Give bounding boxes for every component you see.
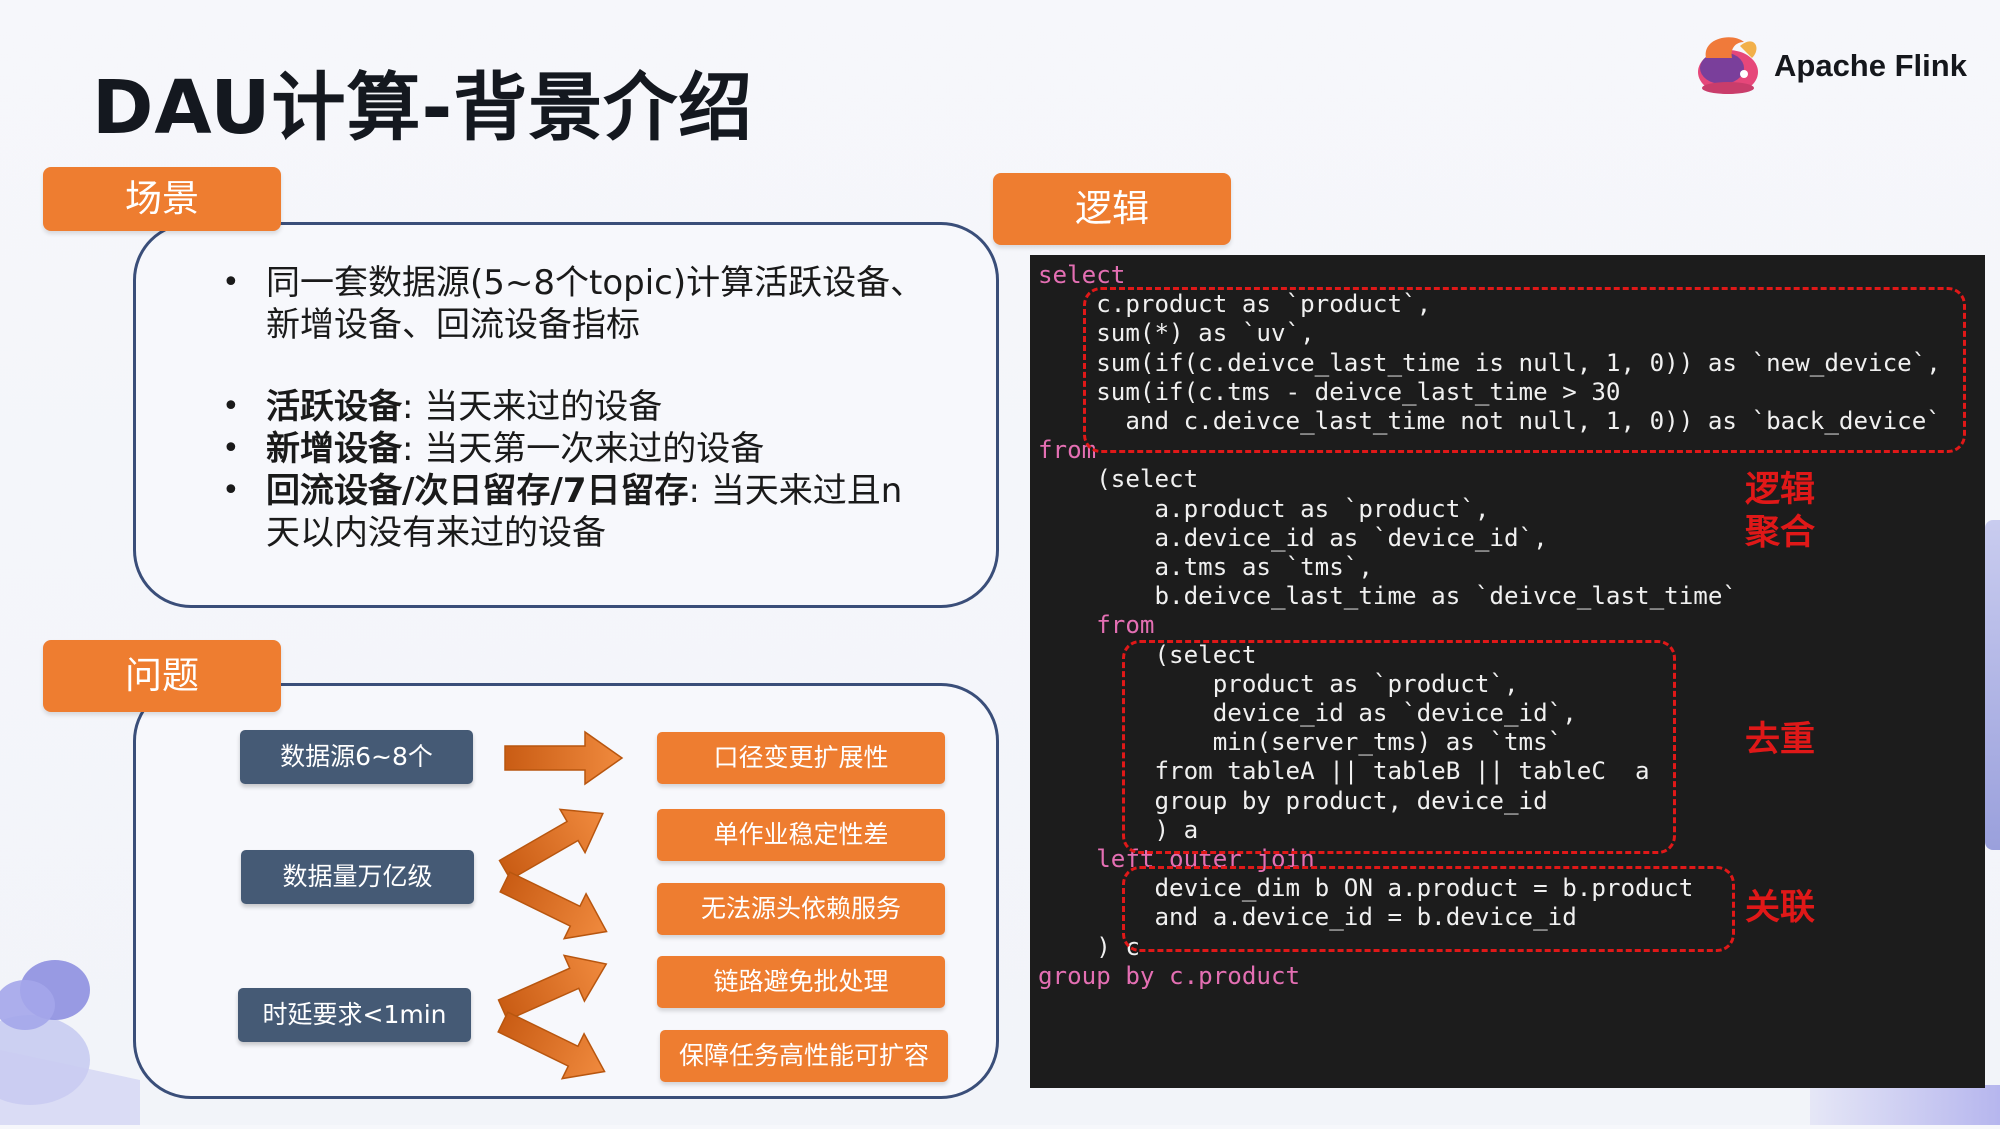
bullet-item: • 新增设备: 当天第一次来过的设备: [222, 429, 765, 469]
arrow-icon: [497, 1011, 606, 1080]
code-line: c.product as `product`,: [1038, 290, 1432, 319]
problems-tag: 问题: [43, 640, 281, 712]
corner-decoration: [1810, 1085, 2000, 1125]
effect-box: 保障任务高性能可扩容: [660, 1030, 948, 1082]
cloud-decoration: [0, 930, 160, 1125]
arrow-icon: [499, 871, 608, 940]
effect-box: 口径变更扩展性: [657, 732, 945, 784]
cause-box: 时延要求<1min: [238, 988, 471, 1042]
effect-box: 链路避免批处理: [657, 956, 945, 1008]
logo-text: Apache Flink: [1774, 48, 1967, 83]
scenario-panel: [133, 222, 999, 608]
bullet-item: • 活跃设备: 当天来过的设备: [222, 387, 663, 427]
bullet-bold: 回流设备/次日留存/7日留存: [266, 471, 689, 511]
aggregate-highlight-box: [1083, 287, 1966, 453]
bullet-text: : 当天来过的设备: [402, 387, 663, 427]
bullet-text: 同一套数据源(5~8个topic)计算活跃设备、新增设备、回流设备指标: [266, 263, 925, 345]
bullet-bold: 活跃设备: [266, 387, 402, 427]
page-title: DAU计算-背景介绍: [92, 65, 754, 151]
dedup-label: 去重: [1745, 720, 1816, 760]
apache-flink-logo: Apache Flink: [1692, 24, 1982, 114]
cause-box: 数据量万亿级: [241, 850, 474, 904]
scenario-tag: 场景: [43, 167, 281, 231]
logic-tag: 逻辑: [993, 173, 1231, 245]
arrow-icon: [498, 808, 604, 881]
side-decoration: [1985, 520, 2000, 850]
code-text: select c.product as `product`, sum(*) as…: [1038, 261, 1941, 990]
scenario-bullet-list: • 同一套数据源(5~8个topic)计算活跃设备、新增设备、回流设备指标 • …: [210, 262, 930, 554]
effect-box: 无法源头依赖服务: [657, 883, 945, 935]
bullet-text: : 当天来过且n天以内没有来过的设备: [266, 471, 903, 553]
join-highlight-box: [1122, 866, 1735, 952]
effect-box: 单作业稳定性差: [657, 809, 945, 861]
cause-box: 数据源6~8个: [240, 730, 473, 784]
bullet-text: : 当天第一次来过的设备: [402, 429, 765, 469]
arrow-icon: [504, 730, 624, 786]
bullet-item: • 回流设备/次日留存/7日留存: 当天来过且n天以内没有来过的设备: [222, 471, 903, 553]
flink-squirrel-icon: [1698, 37, 1758, 94]
arrow-icon: [497, 954, 608, 1022]
bullet-item: • 同一套数据源(5~8个topic)计算活跃设备、新增设备、回流设备指标: [222, 263, 925, 345]
join-label: 关联: [1745, 888, 1816, 928]
aggregate-label: 逻辑 聚合: [1745, 470, 1816, 553]
bullet-bold: 新增设备: [266, 429, 402, 469]
dedup-highlight-box: [1122, 640, 1676, 854]
